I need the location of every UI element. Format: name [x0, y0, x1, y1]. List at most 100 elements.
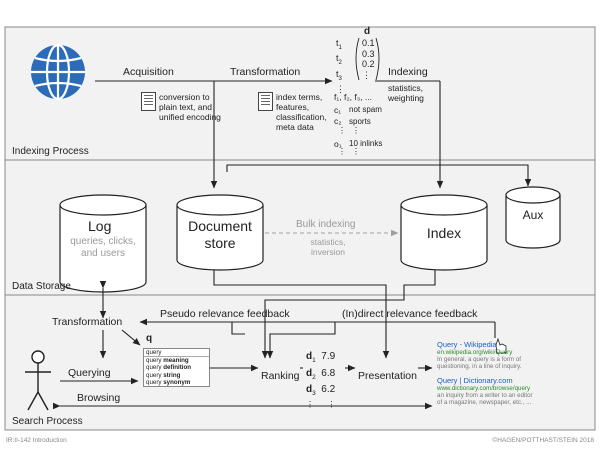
- indexing-note-line: weighting: [388, 93, 424, 103]
- term-label: t3: [336, 68, 342, 82]
- term-label: t1: [336, 38, 342, 51]
- section-title-search: Search Process: [12, 416, 83, 427]
- query-suggestion[interactable]: query string: [146, 371, 181, 379]
- class-label-c2: c₂: [334, 116, 342, 126]
- transformation-note-line: classification,: [276, 112, 327, 122]
- bulk-indexing-label: Bulk indexing: [296, 219, 356, 230]
- acquisition-note-line: plain text, and: [159, 102, 212, 112]
- class-label-c1: c₁: [334, 105, 342, 115]
- section-title-indexing: Indexing Process: [12, 146, 89, 157]
- footer-right: ©HAGEN/POTTHAST/STEIN 2018: [492, 437, 594, 444]
- feature-row: f₁, f₂, f₃, ...: [334, 92, 372, 102]
- result-snippet: In general, a query is a form of questio…: [437, 356, 533, 371]
- store-to-aux-arrow: [226, 164, 532, 187]
- transformation-note-line: index terms,: [276, 92, 323, 102]
- result-title-link[interactable]: Query - Wikipedia: [437, 340, 497, 349]
- log-subtitle-line: queries, clicks,: [70, 236, 136, 247]
- vertical-ellipsis: ⋮: [352, 147, 360, 156]
- result-snippet-line: an inquiry from a writer to an editor: [437, 391, 533, 399]
- stick-figure-icon: [25, 350, 51, 411]
- transformation-note-line: features,: [276, 102, 310, 112]
- globe-icon: [31, 43, 85, 101]
- presentation-label: Presentation: [358, 370, 417, 382]
- section-title-storage: Data Storage: [12, 281, 71, 292]
- result-snippet: an inquiry from a writer to an editor of…: [437, 392, 533, 407]
- acquisition-note-line: unified encoding: [159, 112, 221, 122]
- other-label-o1: o₁: [334, 139, 342, 149]
- index-cylinder: [400, 194, 488, 271]
- indexing-note: statistics, weighting: [388, 83, 424, 103]
- ranked-item: d3 6.2: [306, 384, 336, 397]
- term-label: t2: [336, 53, 342, 67]
- result-url[interactable]: www.dictionary.com/browse/query: [437, 384, 531, 392]
- pseudo-feedback-link: [231, 322, 245, 335]
- term-weight: 0.2: [362, 59, 375, 69]
- query-suggestion[interactable]: query synonym: [146, 378, 191, 386]
- term-labels: t1 t2 t3 ⋮: [336, 38, 345, 94]
- log-subtitle-line: and users: [81, 248, 125, 259]
- term-weight: ⋮: [362, 69, 371, 80]
- log-cylinder: [59, 194, 147, 293]
- query-transformation-label: Transformation: [52, 316, 123, 328]
- footer-left: IR:II-142 Introduction: [6, 437, 67, 444]
- pseudo-feedback-label: Pseudo relevance feedback: [160, 308, 290, 320]
- transformation-note: index terms, features, classification, m…: [276, 92, 327, 132]
- class-value-c2: sports: [349, 117, 371, 126]
- indexing-label: Indexing: [388, 66, 428, 78]
- feedback-to-ranking: [266, 322, 336, 359]
- search-results: Query - Wikipedia en.wikipedia.org/wiki/…: [437, 340, 533, 407]
- result-title-link[interactable]: Query | Dictionary.com: [437, 375, 513, 385]
- browsing-label: Browsing: [77, 392, 121, 404]
- log-title: Log: [88, 218, 112, 234]
- vertical-ellipsis: ⋮: [352, 126, 360, 135]
- bulk-indexing-note-line: inversion: [310, 247, 346, 257]
- document-store-title-line: store: [204, 235, 236, 251]
- document-vector-label: d: [364, 26, 371, 37]
- query-suggestion[interactable]: query meaning: [146, 357, 189, 365]
- indexing-note-line: statistics,: [388, 83, 423, 93]
- vertical-ellipsis: ⋮ ⋮: [306, 399, 336, 409]
- ranking-label: Ranking: [261, 370, 300, 382]
- index-title: Index: [426, 225, 462, 241]
- result-snippet-line: of a magazine, newspaper, etc., ...: [437, 399, 532, 407]
- ranked-item: d2 6.8: [306, 367, 336, 381]
- document-icon: [141, 92, 156, 111]
- other-value-o1: 10 inlinks: [349, 139, 383, 148]
- acquisition-note: conversion to plain text, and unified en…: [159, 92, 221, 122]
- document-icon: [258, 92, 273, 111]
- ranked-item: d1 7.9: [306, 351, 336, 364]
- bulk-indexing-note-line: statistics,: [310, 237, 346, 247]
- acquisition-note-line: conversion to: [159, 92, 210, 102]
- indexing-process-panel: [4, 26, 596, 161]
- query-input[interactable]: query: [144, 349, 209, 358]
- term-label: ⋮: [336, 83, 345, 94]
- result-url[interactable]: en.wikipedia.org/wiki/Query: [437, 349, 513, 356]
- vector-close-paren: [375, 37, 380, 81]
- aux-cylinder: [505, 186, 561, 249]
- cursor-hand-icon: [495, 337, 507, 354]
- vertical-ellipsis: ⋮: [338, 126, 346, 135]
- term-weights: 0.1 0.3 0.2 ⋮: [362, 38, 375, 80]
- transformation-note-line: meta data: [276, 122, 314, 132]
- result-snippet-line: questioning, in a line of inquiry.: [437, 363, 522, 371]
- query-autocomplete-box[interactable]: query query meaning query definition que…: [143, 348, 210, 388]
- term-weight: 0.1: [362, 38, 375, 48]
- transformation-to-q-arrow: [121, 329, 141, 346]
- querying-label: Querying: [68, 367, 111, 379]
- bulk-indexing-note: statistics, inversion: [296, 237, 360, 257]
- aux-title: Aux: [522, 208, 544, 222]
- index-to-ranking-arrow: [261, 270, 436, 359]
- query-symbol: q: [146, 333, 153, 344]
- ranked-list: d1 7.9 d2 6.8 d3 6.2 ⋮ ⋮: [306, 351, 335, 409]
- query-suggestion[interactable]: query definition: [146, 364, 192, 372]
- indirect-feedback-label: (In)direct relevance feedback: [342, 308, 478, 320]
- term-weight: 0.3: [362, 48, 375, 59]
- document-store-title-line: Document: [188, 218, 252, 234]
- transformation-label: Transformation: [230, 66, 301, 78]
- log-subtitle: queries, clicks, and users: [60, 236, 146, 260]
- result-snippet-line: In general, a query is a form of: [437, 356, 521, 363]
- document-store-title: Document store: [177, 218, 263, 252]
- class-value-c1: not spam: [349, 105, 382, 114]
